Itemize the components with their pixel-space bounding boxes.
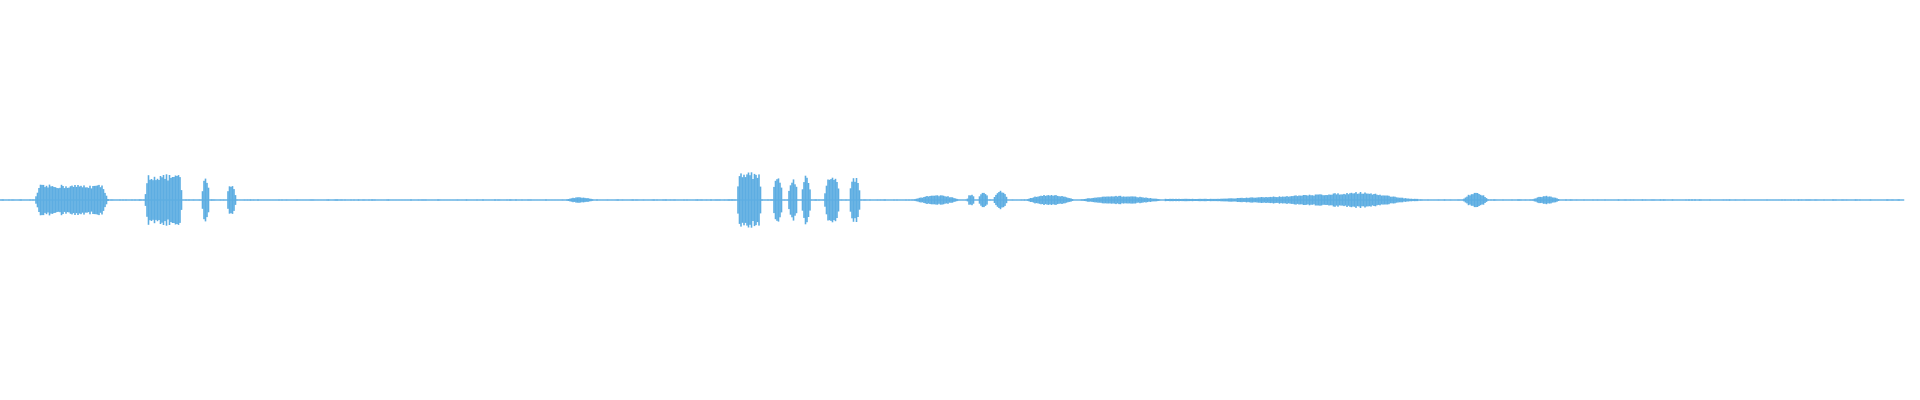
waveform-bars xyxy=(0,172,1905,228)
